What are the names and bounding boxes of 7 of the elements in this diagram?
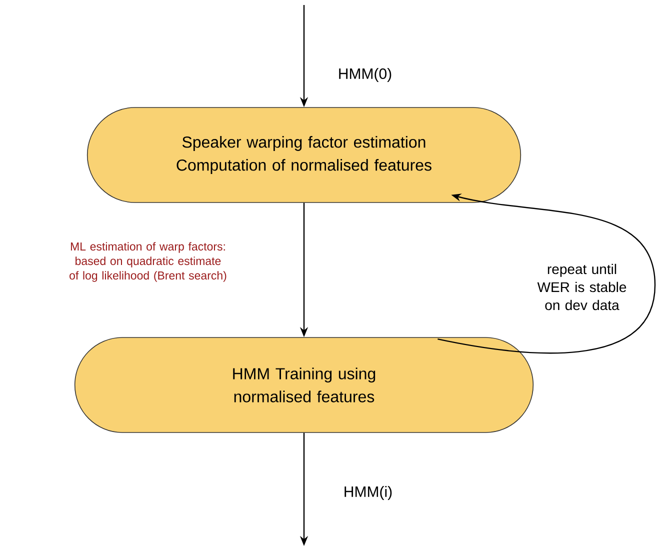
edge-label: HMM(0) — [339, 68, 392, 82]
process-pill: Speaker warping factor estimation Computation of normalised features — [86, 107, 522, 203]
arrow — [438, 194, 656, 354]
process-pill: HMM Training using normalised features — [74, 337, 534, 433]
note-text: ML estimation of warp factors: based on quadratic estimate of log likelihood (Brent search) — [70, 242, 226, 282]
edge-label: repeat until WER is stable on dev data — [537, 264, 626, 310]
edge-label: HMM(i) — [344, 486, 392, 500]
